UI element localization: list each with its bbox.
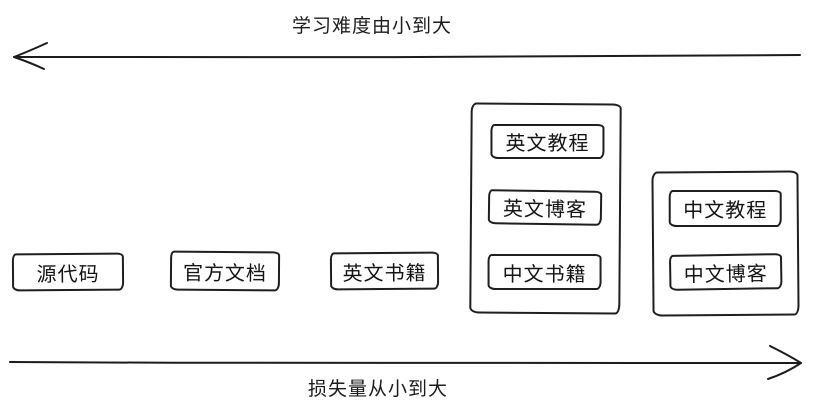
- resource-group-english: 英文教程 英文博客 中文书籍: [469, 102, 622, 315]
- left-arrow-icon: [13, 42, 801, 70]
- node-chinese-blogs: 中文博客: [668, 253, 783, 291]
- node-chinese-tutorials: 中文教程: [668, 189, 782, 228]
- node-english-tutorials: 英文教程: [490, 123, 605, 160]
- node-english-blogs: 英文博客: [487, 189, 603, 226]
- difficulty-axis-label: 学习难度由小到大: [292, 15, 453, 37]
- node-english-books: 英文书籍: [329, 251, 440, 291]
- node-official-docs: 官方文档: [169, 250, 281, 292]
- node-chinese-books: 中文书籍: [487, 253, 602, 291]
- resource-group-chinese: 中文教程 中文博客: [651, 170, 800, 317]
- node-source-code: 源代码: [11, 252, 125, 292]
- loss-axis-label: 损失量从小到大: [308, 378, 449, 400]
- right-arrow-icon: [9, 345, 802, 380]
